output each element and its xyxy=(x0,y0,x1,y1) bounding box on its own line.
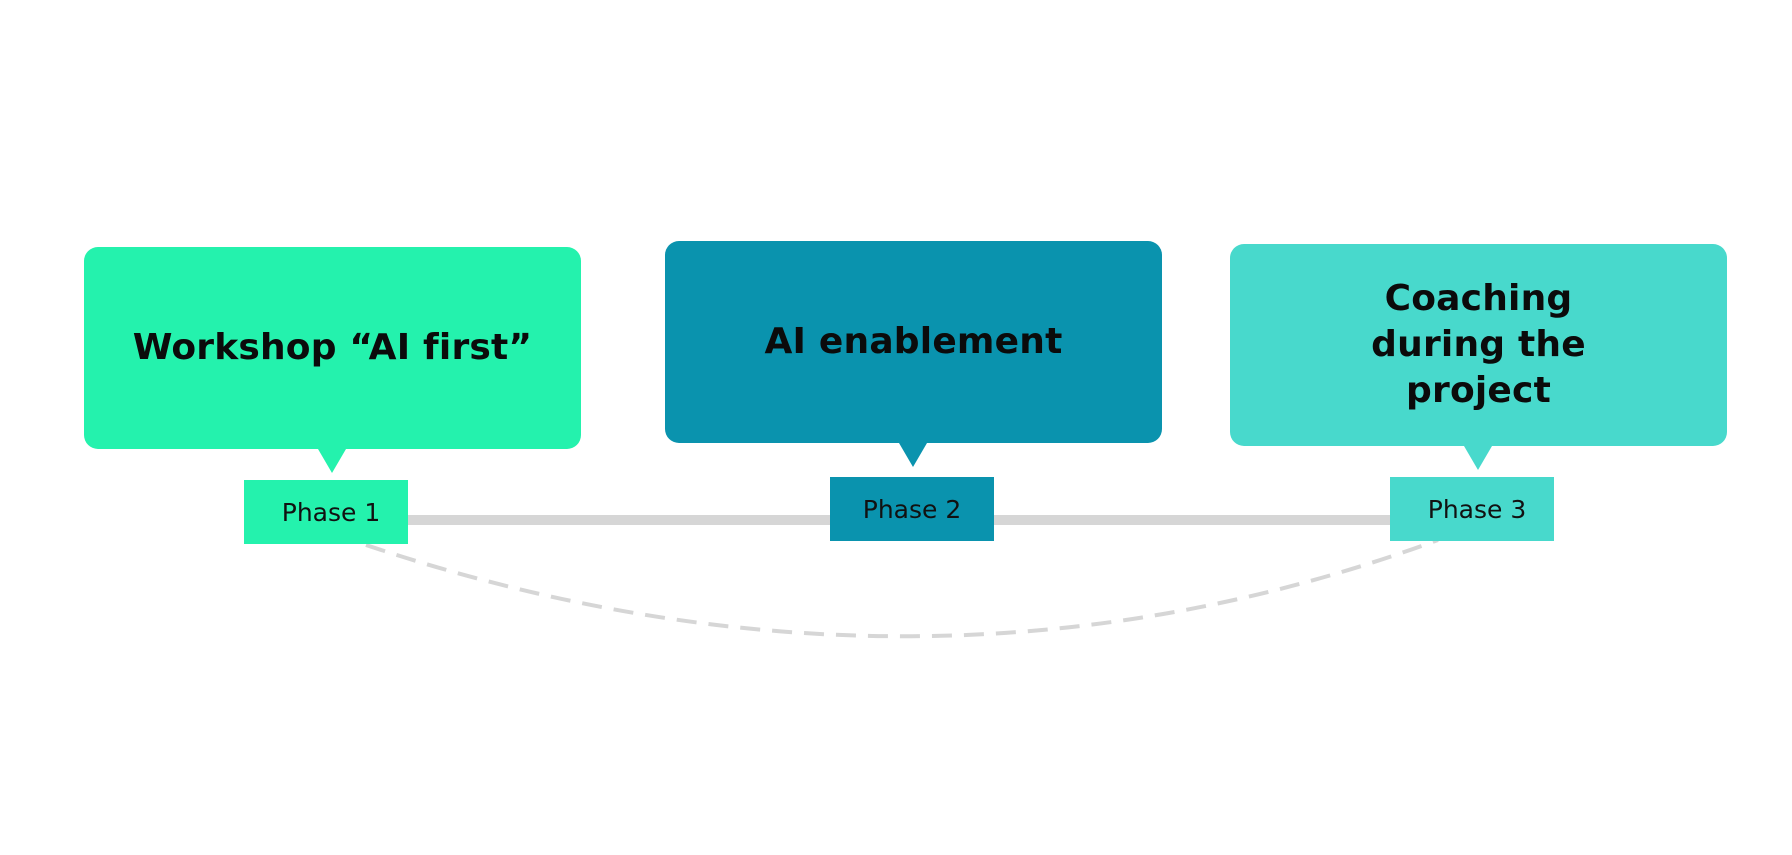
stage-3-pointer xyxy=(1464,446,1492,470)
phase-3-label: Phase 3 xyxy=(1427,494,1527,524)
stage-2-pointer xyxy=(899,443,927,467)
dashed-arc xyxy=(365,538,1439,639)
phase-2-label: Phase 2 xyxy=(862,494,962,524)
phase-1-label: Phase 1 xyxy=(281,497,381,527)
phase-2-label-box: Phase 2 xyxy=(830,477,994,541)
stage-2-card: AI enablement xyxy=(665,241,1162,443)
phase-1-label-box: Phase 1 xyxy=(244,480,408,544)
stage-3-card: Coaching during the project xyxy=(1230,244,1727,446)
stage-1-title: Workshop “AI first” xyxy=(132,327,533,368)
stage-2-title: AI enablement xyxy=(764,321,1063,362)
stage-1-card: Workshop “AI first” xyxy=(84,247,581,449)
stage-1-pointer xyxy=(318,449,346,473)
stage-3-title: Coaching during the project xyxy=(1371,278,1586,411)
phase-3-label-box: Phase 3 xyxy=(1390,477,1554,541)
